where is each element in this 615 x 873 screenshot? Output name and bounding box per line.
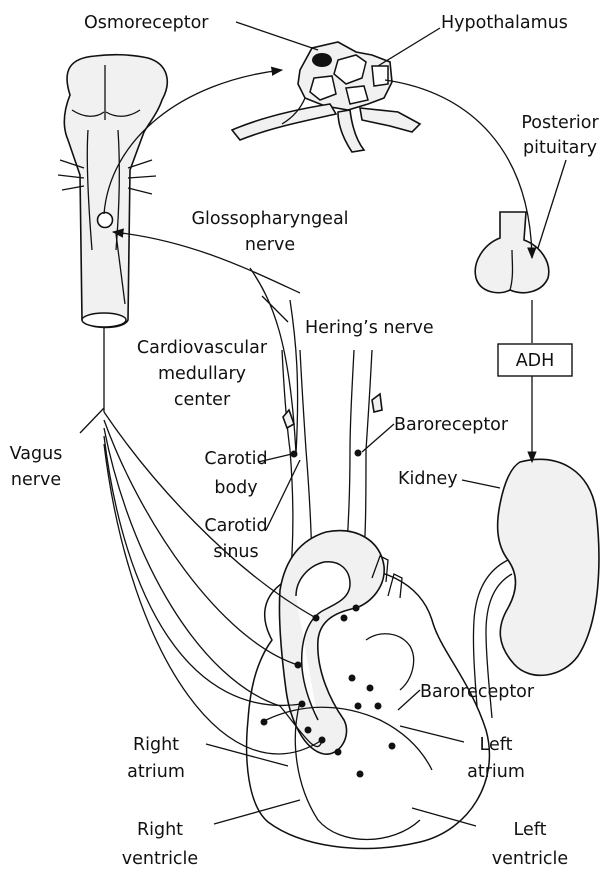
label-left-atrium-line2: atrium (467, 762, 525, 782)
label-cardiovascular-line3: center (174, 390, 231, 410)
label-osmoreceptor: Osmoreceptor (84, 13, 209, 33)
label-posterior-pituitary-line2: pituitary (523, 138, 597, 158)
brainstem-illustration (58, 55, 167, 328)
label-baroreceptor-heart: Baroreceptor (420, 682, 535, 702)
label-adh: ADH (516, 351, 555, 371)
label-right-atrium-line1: Right (133, 735, 179, 755)
label-left-atrium-line1: Left (480, 735, 513, 755)
label-right-ventricle-line1: Right (137, 820, 183, 840)
label-cardiovascular-line1: Cardiovascular (137, 338, 268, 358)
label-glossopharyngeal-line1: Glossopharyngeal (191, 209, 348, 229)
label-posterior-pituitary-line1: Posterior (521, 113, 599, 133)
label-vagus-line1: Vagus (10, 444, 63, 464)
cardiovascular-center-marker (98, 213, 113, 228)
label-right-atrium-line2: atrium (127, 762, 185, 782)
label-baroreceptor-carotid: Baroreceptor (394, 415, 509, 435)
label-right-ventricle-line2: ventricle (122, 849, 198, 869)
posterior-pituitary-illustration (475, 212, 549, 293)
label-glossopharyngeal-line2: nerve (245, 235, 295, 255)
label-kidney: Kidney (398, 469, 458, 489)
label-cardiovascular-line2: medullary (158, 364, 246, 384)
label-carotid-body-line2: body (214, 478, 257, 498)
label-vagus-line2: nerve (11, 470, 61, 490)
label-carotid-body-line1: Carotid (204, 449, 267, 469)
osmoreceptor-mark (312, 53, 332, 67)
label-herings-nerve: Hering’s nerve (305, 318, 434, 338)
label-carotid-sinus-line2: sinus (213, 542, 258, 562)
label-left-ventricle-line1: Left (514, 820, 547, 840)
label-carotid-sinus-line1: Carotid (204, 516, 267, 536)
kidney-illustration (473, 459, 598, 720)
label-left-ventricle-line2: ventricle (492, 849, 568, 869)
hypothalamus-illustration (232, 42, 420, 152)
label-hypothalamus: Hypothalamus (441, 13, 568, 33)
